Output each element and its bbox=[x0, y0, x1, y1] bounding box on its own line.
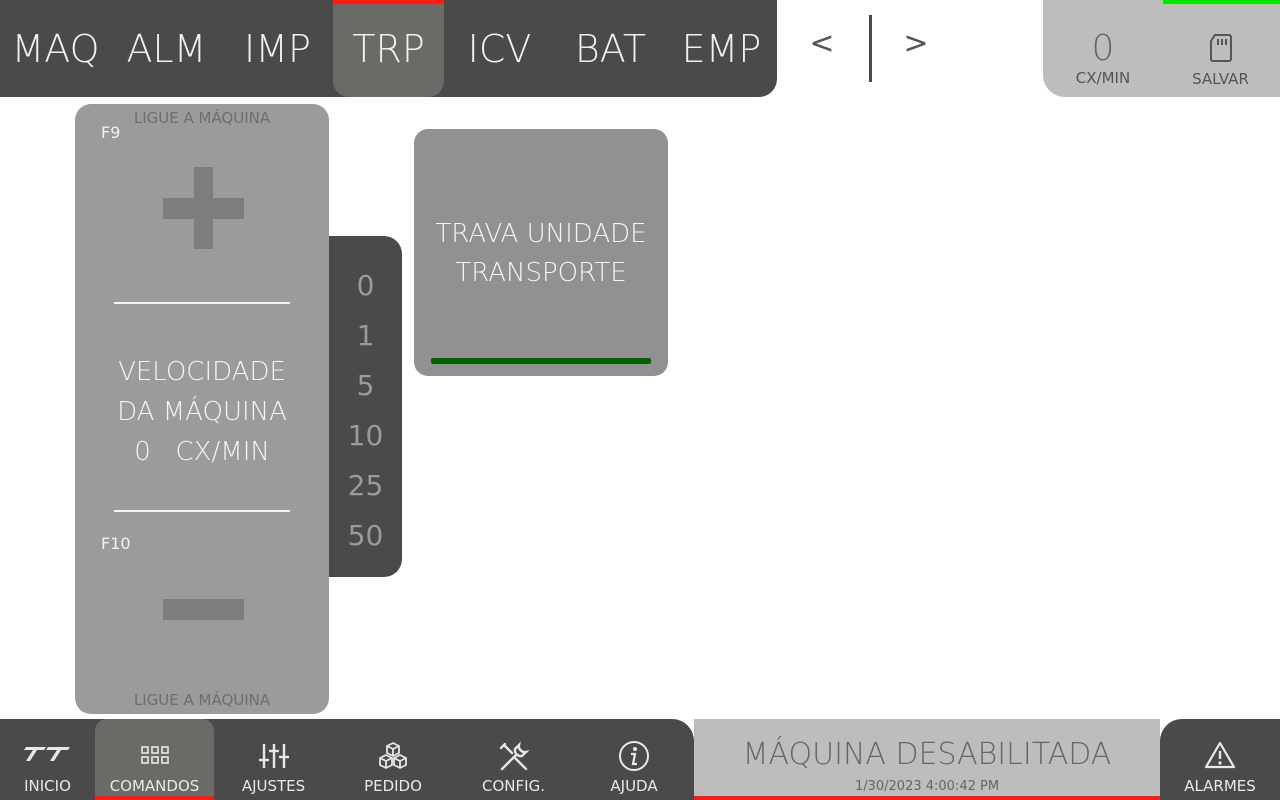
sd-card-icon bbox=[1210, 34, 1232, 62]
speed-value-line: 0 CX/MIN bbox=[75, 432, 329, 472]
divider-top bbox=[114, 302, 290, 304]
nav-ajustes[interactable]: AJUSTES bbox=[214, 719, 333, 800]
nav-inicio[interactable]: INICIO bbox=[0, 719, 95, 800]
tab-icv[interactable]: ICV bbox=[444, 0, 555, 97]
tab-maq[interactable]: MAQ bbox=[0, 0, 111, 97]
tab-trp[interactable]: TRP bbox=[333, 0, 444, 97]
status-indicator-line bbox=[1163, 0, 1280, 4]
increase-key-label: F9 bbox=[101, 123, 121, 142]
machine-status-title: MÁQUINA DESABILITADA bbox=[742, 737, 1112, 772]
nav-pedido[interactable]: PEDIDO bbox=[333, 719, 453, 800]
status-datetime: 1/30/2023 4:00:42 PM bbox=[854, 779, 1000, 794]
tab-label: MAQ bbox=[11, 26, 100, 71]
warning-icon bbox=[1204, 741, 1236, 769]
speed-value: 0 bbox=[134, 437, 151, 467]
speed-unit: CX/MIN bbox=[175, 437, 270, 467]
nav-comandos[interactable]: COMANDOS bbox=[95, 719, 214, 800]
decrease-speed-button[interactable] bbox=[75, 524, 329, 694]
sliders-icon bbox=[258, 744, 289, 768]
nav-label: COMANDOS bbox=[109, 777, 200, 795]
next-page-button[interactable]: > bbox=[903, 26, 929, 61]
boxes-icon bbox=[379, 742, 407, 769]
top-nav: MAQ ALM IMP TRP ICV BAT EMP bbox=[0, 0, 777, 97]
decrease-key-label: F10 bbox=[101, 534, 131, 553]
tab-label: EMP bbox=[681, 26, 762, 71]
speed-step-1[interactable]: 1 bbox=[356, 319, 375, 352]
tab-label: ALM bbox=[126, 26, 207, 71]
bottom-nav: INICIO COMANDOS AJUSTES PEDIDO bbox=[0, 719, 694, 800]
grid-icon bbox=[140, 746, 169, 764]
save-button[interactable]: SALVAR bbox=[1173, 0, 1268, 97]
tools-icon bbox=[499, 741, 530, 771]
lock-label-line2: TRANSPORTE bbox=[455, 258, 627, 288]
nav-ajuda[interactable]: AJUDA bbox=[574, 719, 694, 800]
tab-label: TRP bbox=[352, 26, 425, 71]
speed-step-25[interactable]: 25 bbox=[347, 469, 384, 502]
tab-label: ICV bbox=[467, 26, 532, 71]
speed-step-list: 0 1 5 10 25 50 bbox=[329, 236, 402, 577]
speed-label-line1: VELOCIDADE bbox=[118, 357, 286, 387]
nav-config[interactable]: CONFIG. bbox=[453, 719, 574, 800]
machine-status-box: MÁQUINA DESABILITADA 1/30/2023 4:00:42 P… bbox=[694, 719, 1160, 800]
prev-page-button[interactable]: < bbox=[809, 26, 835, 61]
lock-status-indicator bbox=[431, 358, 651, 364]
logo-icon bbox=[23, 747, 70, 761]
lock-transport-unit-button[interactable]: TRAVA UNIDADE TRANSPORTE bbox=[414, 129, 668, 376]
speed-panel: LIGUE A MÁQUINA F9 VELOCIDADE DA MÁQUINA… bbox=[75, 104, 329, 714]
alarms-label: ALARMES bbox=[1184, 777, 1256, 795]
lock-label-line1: TRAVA UNIDADE bbox=[435, 219, 647, 249]
nav-label: PEDIDO bbox=[364, 777, 422, 795]
nav-label: INICIO bbox=[24, 777, 71, 795]
bottom-hint: LIGUE A MÁQUINA bbox=[133, 691, 271, 709]
minus-icon bbox=[163, 599, 244, 620]
speed-step-10[interactable]: 10 bbox=[347, 419, 384, 452]
divider-bottom bbox=[114, 510, 290, 512]
save-label: SALVAR bbox=[1192, 70, 1249, 88]
speed-save-box: 0 CX/MIN SALVAR bbox=[1043, 0, 1280, 97]
speed-readout-unit: CX/MIN bbox=[1075, 69, 1131, 87]
increase-speed-button[interactable] bbox=[75, 104, 329, 299]
nav-label: CONFIG. bbox=[482, 777, 545, 795]
nav-label: AJUDA bbox=[610, 777, 658, 795]
tab-label: IMP bbox=[244, 26, 311, 71]
nav-label: AJUSTES bbox=[241, 777, 306, 795]
plus-icon-bar bbox=[163, 198, 244, 219]
speed-step-0[interactable]: 0 bbox=[356, 269, 375, 302]
tab-bat[interactable]: BAT bbox=[555, 0, 666, 97]
tab-emp[interactable]: EMP bbox=[666, 0, 777, 97]
speed-step-50[interactable]: 50 bbox=[347, 519, 384, 552]
top-hint: LIGUE A MÁQUINA bbox=[133, 109, 271, 127]
tab-alm[interactable]: ALM bbox=[111, 0, 222, 97]
speed-step-5[interactable]: 5 bbox=[356, 369, 375, 402]
tab-label: BAT bbox=[574, 26, 647, 71]
status-indicator-line bbox=[694, 796, 1160, 800]
speed-label-line2: DA MÁQUINA bbox=[117, 397, 287, 427]
alarms-button[interactable]: ALARMES bbox=[1160, 719, 1280, 800]
tab-imp[interactable]: IMP bbox=[222, 0, 333, 97]
info-icon bbox=[619, 741, 649, 771]
pager-divider bbox=[869, 15, 872, 82]
speed-readout: 0 bbox=[1091, 28, 1115, 69]
